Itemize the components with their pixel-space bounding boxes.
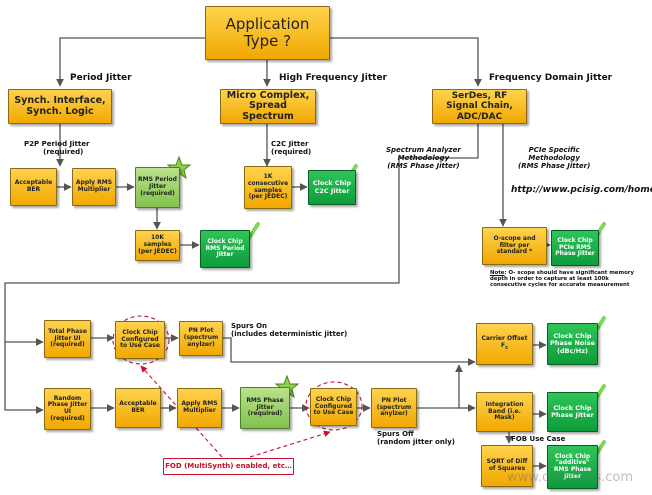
p2p-period-jitter-line1: P2P Period Jitter: [24, 140, 90, 148]
note-label: Note: [490, 270, 505, 276]
acceptable-ber-box: Acceptable BER: [10, 168, 57, 206]
fob-use-case-label: FOB Use Case: [511, 435, 566, 443]
frequency-domain-jitter-label: Frequency Domain Jitter: [489, 73, 613, 83]
spectrum-analyzer-line3: (RMS Phase Jitter): [387, 162, 460, 171]
clock-chip-pcie-rms-phase-jitter-box: Clock Chip PCIe RMS Phase Jitter: [551, 230, 599, 266]
pcisig-url[interactable]: http://www.pcisig.com/home: [511, 185, 652, 195]
application-type-line2: Type ?: [243, 32, 292, 50]
spurs-on-label: Spurs On (includes deterministic jitter): [231, 322, 347, 338]
pn-plot-box-2: PN Plot (spectrum anylzer): [371, 388, 417, 428]
clock-chip-phase-noise-box: Clock Chip Phase Noise (dBc/Hz): [547, 323, 598, 365]
spurs-off-line2: (random jitter only): [377, 438, 455, 447]
acceptable-ber-box-2: Acceptable BER: [115, 388, 161, 428]
synch-interface-box: Synch. Interface, Synch. Logic: [8, 89, 112, 124]
apply-rms-multiplier-box-2: Apply RMS Multiplier: [177, 388, 222, 428]
spurs-off-label: Spurs Off (random jitter only): [377, 430, 455, 446]
micro-complex-box: Micro Complex, Spread Spectrum: [220, 89, 316, 124]
clock-chip-rms-period-jitter-box: Clock Chip RMS Period Jitter: [200, 230, 250, 268]
spurs-on-line1: Spurs On: [231, 322, 268, 330]
note-line2: depth in order to capture at least 100k: [490, 276, 609, 283]
spurs-on-line2: (includes deterministic jitter): [231, 330, 348, 339]
high-frequency-jitter-label: High Frequency Jitter: [279, 73, 387, 83]
clock-chip-c2c-jitter-box: Clock Chip C2C Jitter: [308, 170, 356, 205]
pcie-methodology-line1: PCIe Specific: [528, 146, 580, 154]
clock-chip-additive-rms-box: Clock Chip "additive" RMS Phase Jitter: [547, 445, 598, 489]
oscope-note: Note: O- scope should have significant m…: [490, 270, 634, 289]
integration-band-box: Integration Band (i.e. Mask): [476, 392, 533, 432]
fod-multisynth-callout: FOD (MultiSynth) enabled, etc…: [163, 458, 294, 475]
sqrt-diff-squares-box: SQRT of Diff of Squares: [481, 445, 533, 487]
pcie-methodology-label: PCIe Specific Methodology (RMS Phase Jit…: [518, 146, 590, 170]
total-phase-jitter-box: Total Phase Jitter UI (required): [44, 320, 91, 358]
note-line1: : O- scope should have significant memor…: [504, 270, 634, 276]
p2p-period-jitter-label: P2P Period Jitter (required): [24, 140, 89, 156]
apply-rms-multiplier-box: Apply RMS Multiplier: [72, 168, 116, 206]
application-type-line1: Application: [225, 15, 310, 34]
spectrum-analyzer-methodology-label: Spectrum Analyzer Methodology (RMS Phase…: [386, 146, 461, 170]
10k-samples-box: 10K samples (per JEDEC): [135, 230, 180, 261]
spectrum-analyzer-line1: Spectrum Analyzer: [386, 146, 461, 154]
carrier-offset-box: Carrier Offset Fc: [476, 323, 533, 365]
serdes-box: SerDes, RF Signal Chain, ADC/DAC: [432, 89, 527, 124]
spurs-off-line1: Spurs Off: [377, 430, 414, 438]
clock-chip-configured-box-1: Clock Chip Configured to Use Case: [115, 321, 165, 359]
pcie-methodology-line2: Methodology: [528, 154, 580, 163]
watermark: www.cntronics.com: [507, 470, 634, 485]
pn-plot-box-1: PN Plot (spectrum anylzer): [179, 321, 223, 356]
carrier-offset-subscript: c: [505, 345, 509, 352]
c2c-jitter-line1: C2C Jitter: [271, 140, 309, 148]
rms-phase-jitter-box: RMS Phase Jitter (required): [240, 387, 290, 429]
pcie-methodology-line3: (RMS Phase Jitter): [518, 162, 591, 171]
carrier-offset-text: Carrier Offset F: [481, 335, 528, 349]
clock-chip-phase-jitter-box: Clock Chip Phase Jitter: [547, 392, 598, 432]
oscope-filter-box: O-scope and filter per standard *: [482, 227, 547, 265]
c2c-jitter-label: C2C Jitter (required): [271, 140, 311, 156]
spectrum-analyzer-line2: Methodology: [397, 154, 450, 163]
rms-period-jitter-box: RMS Period Jitter (required): [135, 167, 180, 208]
period-jitter-label: Period Jitter: [70, 73, 132, 83]
note-line3: consecutive cycles for accurate measurem…: [490, 282, 630, 289]
application-type-box: Application Type ?: [205, 6, 330, 60]
clock-chip-configured-box-2: Clock Chip Configured to Use Case: [310, 388, 357, 426]
c2c-jitter-line2: (required): [271, 148, 312, 157]
random-phase-jitter-box: Random Phase Jitter UI (required): [44, 388, 91, 430]
1k-consecutive-samples-box: 1K consecutive samples (per JEDEC): [244, 166, 292, 209]
p2p-period-jitter-line2: (required): [43, 148, 84, 157]
